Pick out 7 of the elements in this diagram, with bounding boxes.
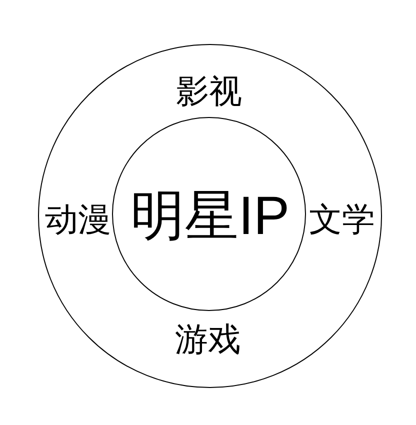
category-label: 文学 [309,202,375,236]
category-label: 游戏 [175,322,241,356]
category-label: 动漫 [45,202,111,236]
inner-circle [112,117,306,311]
category-label: 影视 [176,74,242,108]
outer-circle [38,44,382,388]
center-label: 明星IP [130,189,290,243]
